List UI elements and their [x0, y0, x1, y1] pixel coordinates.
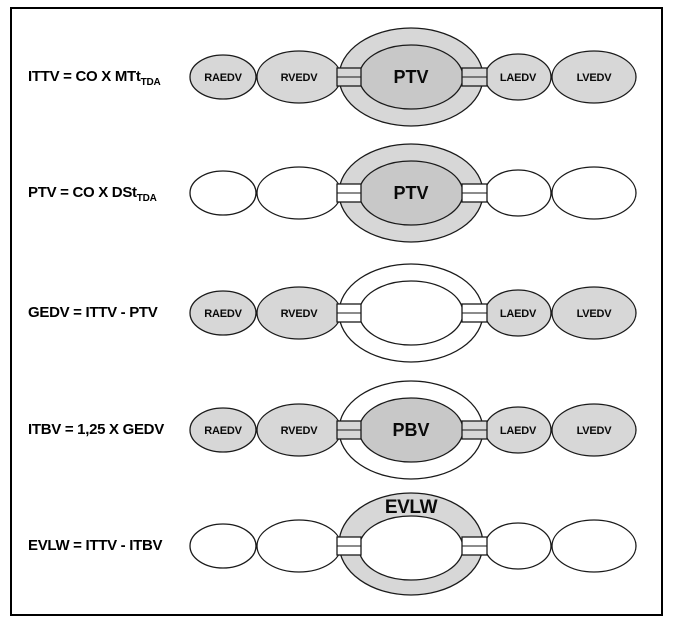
- lvedv-ellipse: [551, 519, 637, 573]
- rvedv-label: RVEDV: [281, 425, 319, 437]
- formula-text: ITTV = CO X MTt: [28, 68, 141, 85]
- row-ittv: ITTV = CO X MTtTDA RAEDV RVEDV PTV LAEDV…: [0, 17, 675, 137]
- formula-text: EVLW = ITTV - ITBV: [28, 537, 163, 554]
- rvedv-label: RVEDV: [281, 72, 319, 84]
- formula-ittv: ITTV = CO X MTtTDA: [28, 66, 161, 88]
- lvedv-ellipse: [551, 50, 637, 104]
- raedv-label: RAEDV: [204, 308, 242, 320]
- diagram-gedv: RAEDV RVEDV LAEDV LVEDV: [189, 263, 637, 363]
- formula-subscript: TDA: [136, 193, 157, 204]
- rvedv-ellipse: [256, 166, 342, 220]
- lvedv-ellipse: [551, 286, 637, 340]
- formula-text: GEDV = ITTV - PTV: [28, 304, 158, 321]
- center-label: PTV: [393, 67, 428, 87]
- right-connector: [461, 183, 488, 203]
- row-ptv: PTV = CO X DStTDA PTV: [0, 133, 675, 253]
- diagram-itbv: RAEDV RVEDV PBV LAEDV LVEDV: [189, 380, 637, 480]
- formula-gedv: GEDV = ITTV - PTV: [28, 302, 158, 324]
- row-gedv: GEDV = ITTV - PTV RAEDV RVEDV LAEDV LVED…: [0, 253, 675, 373]
- formula-subscript: TDA: [140, 77, 161, 88]
- diagram-ittv: RAEDV RVEDV PTV LAEDV LVEDV: [189, 27, 637, 127]
- row-itbv: ITBV = 1,25 X GEDV RAEDV RVEDV PBV LAEDV…: [0, 370, 675, 490]
- lung-inner-ellipse: [358, 515, 464, 581]
- raedv-ellipse: [189, 54, 257, 100]
- laedv-label: LAEDV: [500, 72, 537, 84]
- diagram-evlw: EVLW: [189, 492, 637, 596]
- right-connector: [461, 536, 488, 556]
- formula-text: PTV = CO X DSt: [28, 184, 137, 201]
- row-evlw: EVLW = ITTV - ITBV EVLW: [0, 486, 675, 606]
- lung-inner-ellipse: [358, 280, 464, 346]
- raedv-ellipse: [189, 170, 257, 216]
- lvedv-ellipse: [551, 403, 637, 457]
- formula-itbv: ITBV = 1,25 X GEDV: [28, 419, 164, 441]
- laedv-label: LAEDV: [500, 308, 537, 320]
- center-label: PBV: [392, 420, 429, 440]
- raedv-label: RAEDV: [204, 425, 242, 437]
- laedv-ellipse: [484, 169, 552, 217]
- raedv-ellipse: [189, 407, 257, 453]
- raedv-ellipse: [189, 523, 257, 569]
- lvedv-label: LVEDV: [577, 425, 613, 437]
- rvedv-ellipse: [256, 519, 342, 573]
- formula-evlw: EVLW = ITTV - ITBV: [28, 535, 163, 557]
- ring-label: EVLW: [385, 497, 438, 518]
- left-connector: [336, 183, 362, 203]
- left-connector: [336, 67, 362, 87]
- right-connector: [461, 303, 488, 323]
- lvedv-ellipse: [551, 166, 637, 220]
- formula-ptv: PTV = CO X DStTDA: [28, 182, 157, 204]
- rvedv-label: RVEDV: [281, 308, 319, 320]
- center-label: PTV: [393, 183, 428, 203]
- left-connector: [336, 536, 362, 556]
- left-connector: [336, 420, 362, 440]
- laedv-label: LAEDV: [500, 425, 537, 437]
- formula-text: ITBV = 1,25 X GEDV: [28, 421, 164, 438]
- raedv-label: RAEDV: [204, 72, 242, 84]
- figure-border: [10, 7, 663, 616]
- diagram-ptv: PTV: [189, 143, 637, 243]
- right-connector: [461, 67, 488, 87]
- raedv-ellipse: [189, 290, 257, 336]
- lvedv-label: LVEDV: [577, 72, 613, 84]
- laedv-ellipse: [484, 522, 552, 570]
- lvedv-label: LVEDV: [577, 308, 613, 320]
- right-connector: [461, 420, 488, 440]
- left-connector: [336, 303, 362, 323]
